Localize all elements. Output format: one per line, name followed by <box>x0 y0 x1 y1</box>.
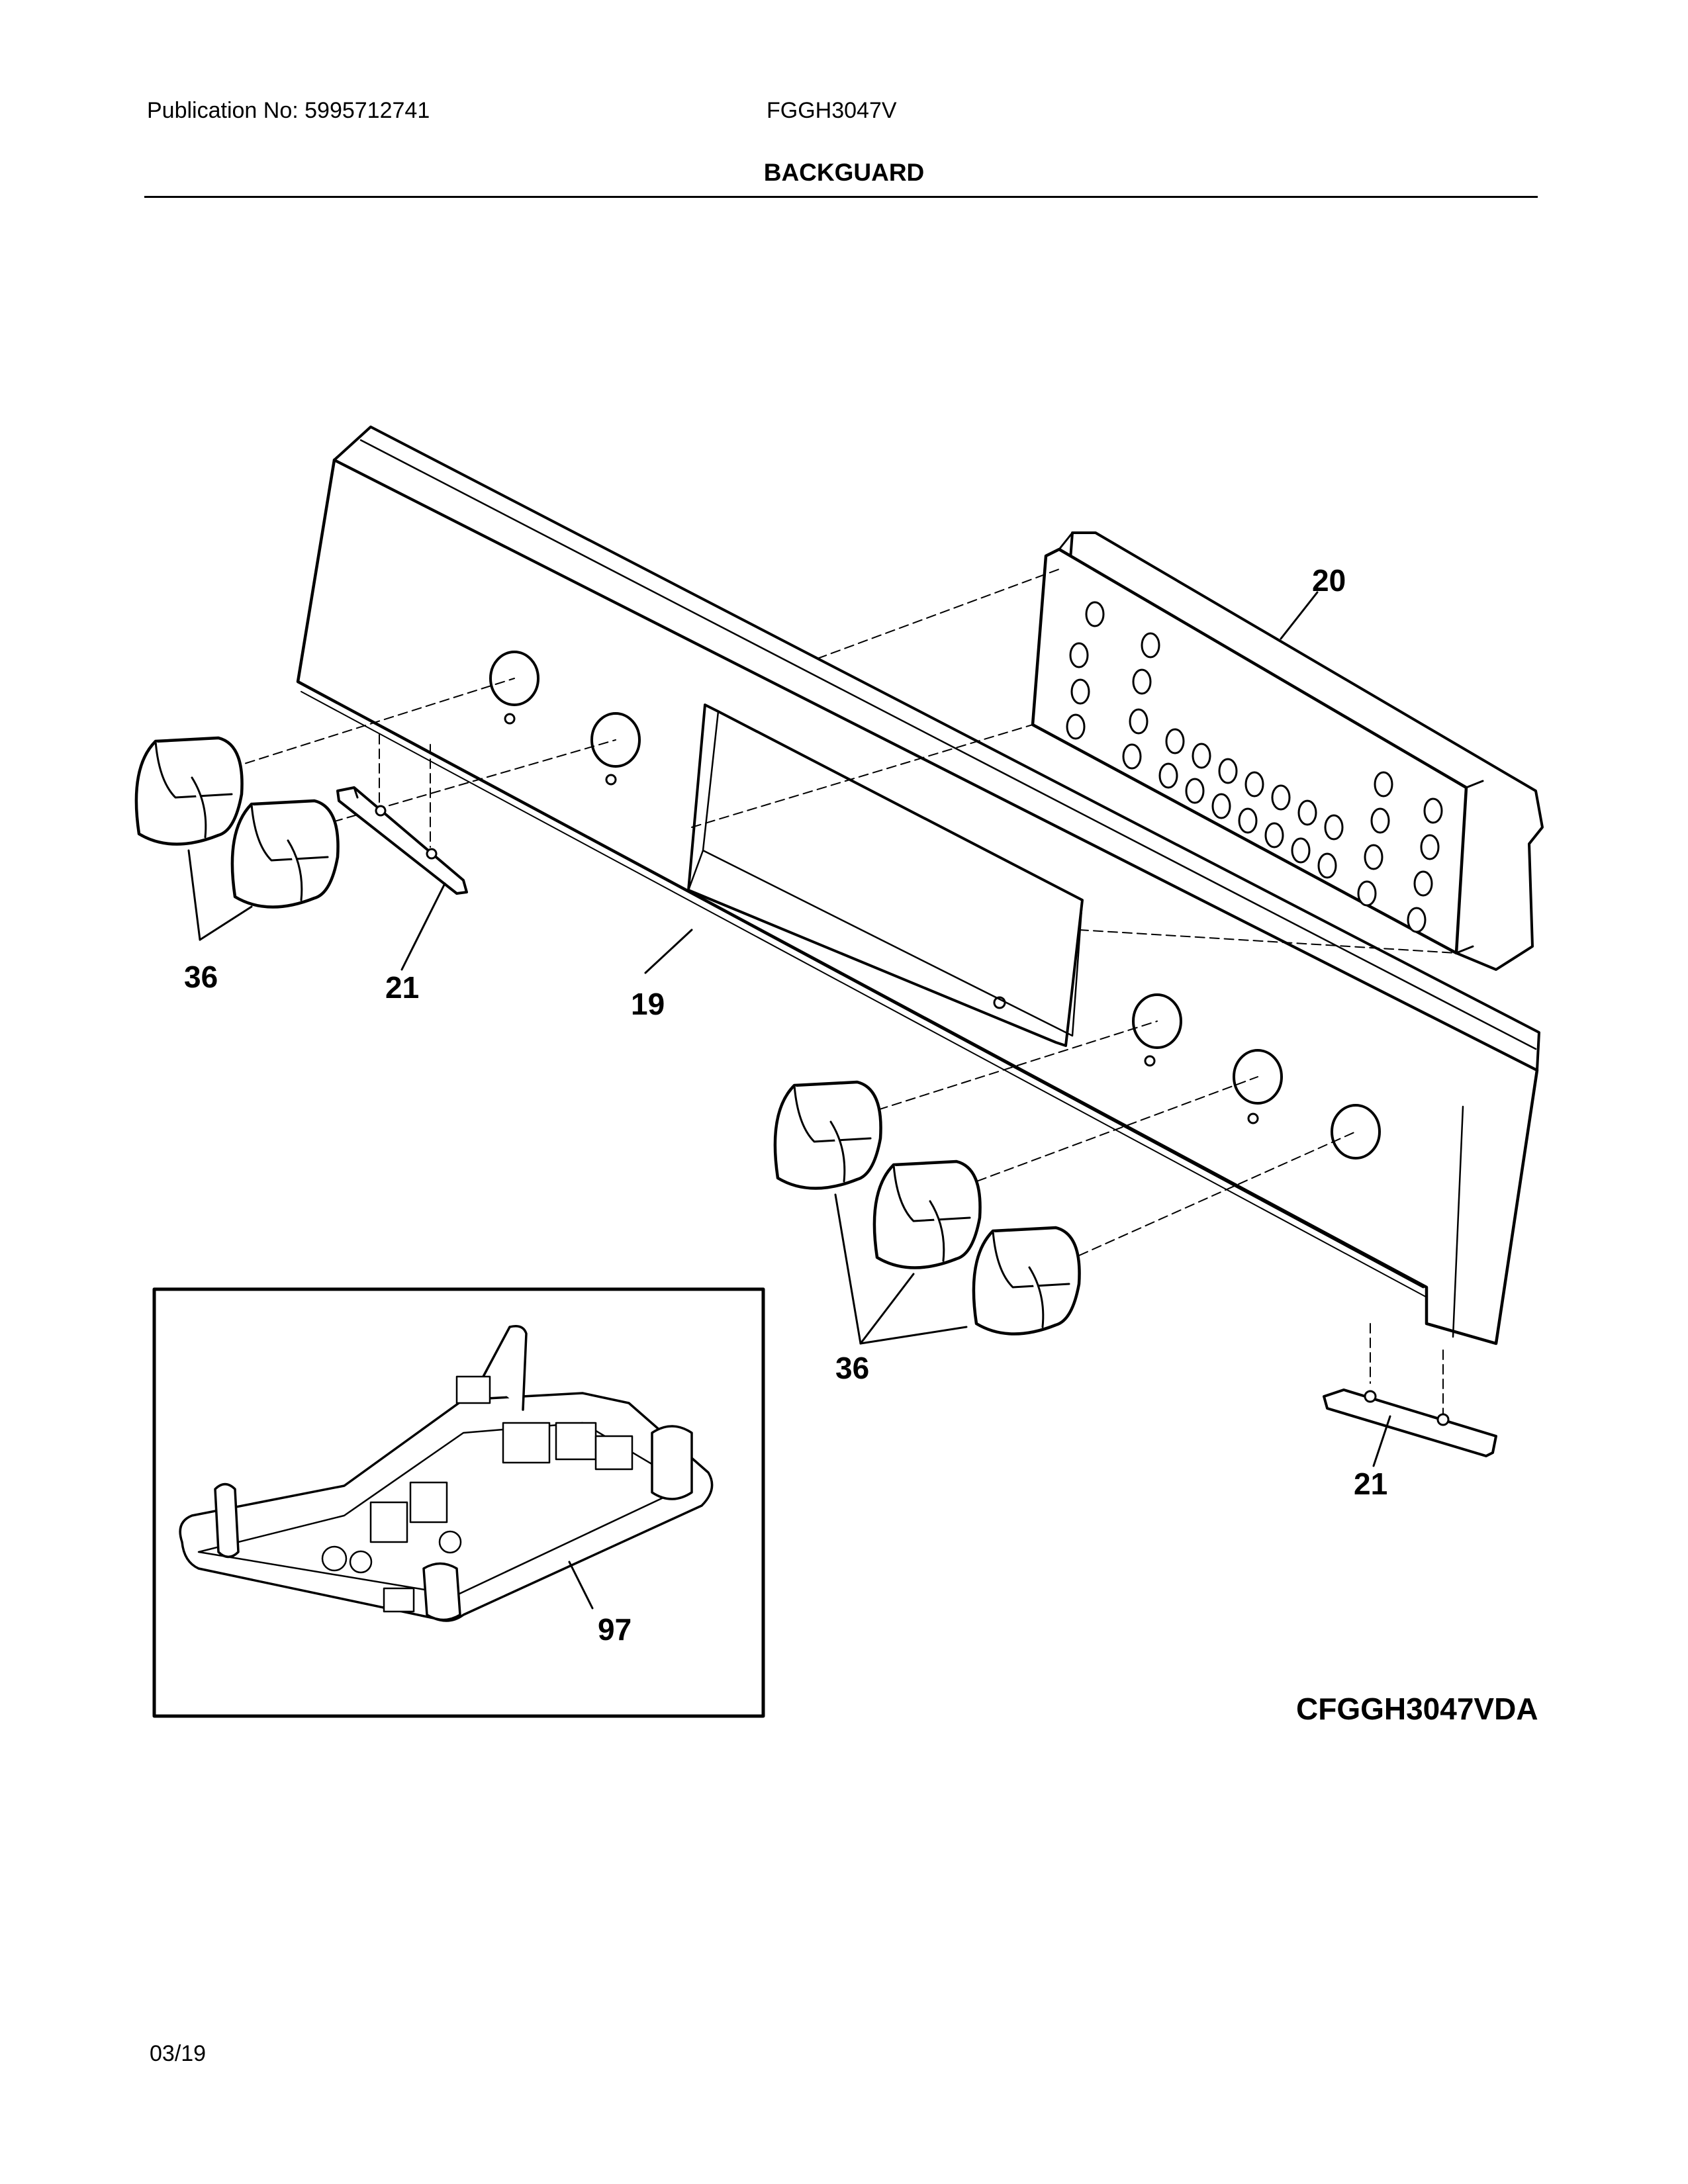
relay <box>369 1501 408 1543</box>
bracket-right <box>1323 1388 1497 1457</box>
control-edge <box>1455 945 1474 954</box>
knob-right-2 <box>872 1160 982 1269</box>
panel-bottom-edge <box>297 680 1425 1289</box>
capacitor <box>349 1550 373 1574</box>
relay-board-leader <box>568 1561 594 1610</box>
window-sill <box>687 849 704 891</box>
panel-right-fold <box>1452 1105 1464 1338</box>
panel-leader <box>644 929 693 974</box>
relay-board-post <box>214 1482 240 1559</box>
relay-board <box>179 1325 714 1622</box>
window-screw <box>993 996 1006 1009</box>
knob-hole-1 <box>489 651 539 706</box>
diagram-code: CFGGH3047VDA <box>1296 1692 1538 1726</box>
relay <box>409 1481 448 1524</box>
callout-19: 19 <box>631 987 665 1021</box>
assembly-guide-lines <box>231 569 1457 1424</box>
knob-hole-3 <box>1132 993 1182 1049</box>
connector <box>383 1587 415 1613</box>
bracket-left <box>336 786 468 895</box>
callout-20: 20 <box>1312 563 1346 598</box>
knob-hole-4 <box>1233 1049 1283 1105</box>
relay-board-inset-frame <box>152 1287 765 1718</box>
control-edge <box>1058 531 1074 551</box>
bracket-right-leader <box>1372 1415 1391 1467</box>
panel-bottom-inner <box>301 691 1427 1298</box>
panel-top-edge-line <box>359 439 1537 1050</box>
connector <box>455 1375 491 1404</box>
backguard-panel <box>296 426 1540 1345</box>
capacitor <box>438 1530 462 1554</box>
relay <box>594 1435 633 1471</box>
locator-hole-2 <box>605 774 617 786</box>
knob-hole-2 <box>590 712 641 768</box>
callout-36-right: 36 <box>835 1351 869 1385</box>
control-edge <box>1465 780 1484 789</box>
relay-board-tab <box>482 1325 528 1411</box>
publication-number: Publication No: 5995712741 <box>147 98 430 123</box>
knob-left-2 <box>230 799 340 909</box>
knob-leader-right <box>834 1193 968 1345</box>
panel-top-face <box>333 426 1540 1071</box>
knob-leader-left <box>187 849 253 941</box>
knob-right-1 <box>773 1080 882 1190</box>
bracket-left-leader <box>400 882 446 971</box>
locator-hole-1 <box>504 713 516 725</box>
revision-date: 03/19 <box>150 2041 207 2066</box>
knob-right-3 <box>972 1226 1081 1336</box>
control-front-plate <box>1031 547 1468 955</box>
locator-hole-4 <box>1247 1113 1259 1124</box>
section-title: BACKGUARD <box>763 159 925 186</box>
relay <box>555 1422 597 1461</box>
header-rule <box>144 196 1538 198</box>
callout-97: 97 <box>598 1612 632 1647</box>
callout-21-left: 21 <box>385 970 419 1005</box>
callout-21-right: 21 <box>1354 1467 1387 1501</box>
panel-window-inner <box>702 710 1084 1037</box>
relay <box>502 1422 551 1464</box>
control-leader <box>1280 591 1319 640</box>
relay-board-post <box>651 1425 693 1500</box>
control-button-grid <box>1066 601 1443 933</box>
capacitor <box>321 1545 348 1572</box>
locator-hole-3 <box>1144 1055 1156 1067</box>
relay-board-post <box>422 1562 461 1621</box>
electronic-control-board <box>1031 531 1544 971</box>
callout-36-left: 36 <box>184 960 218 994</box>
model-number: FGGH3047V <box>767 98 897 123</box>
knob-left-1 <box>134 736 244 846</box>
knob-hole-5 <box>1331 1104 1381 1160</box>
